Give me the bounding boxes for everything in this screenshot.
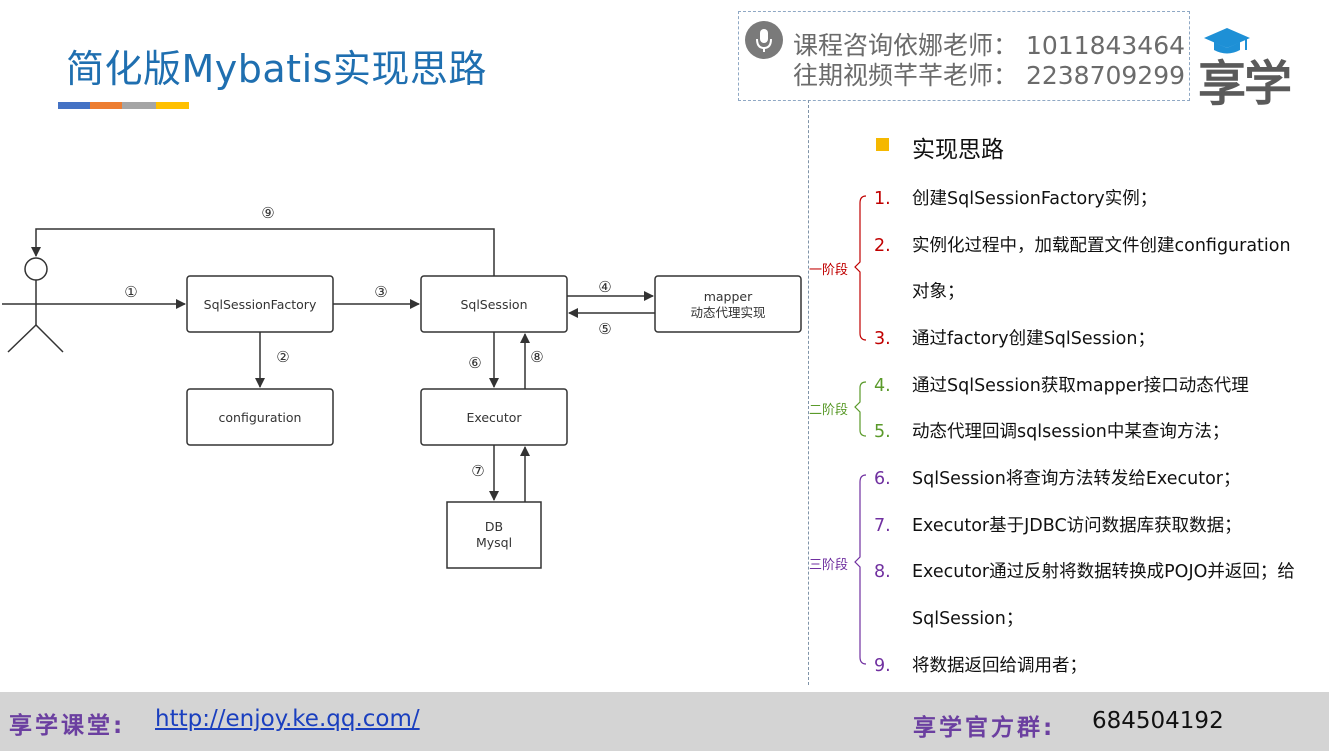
step-4-label: ④ bbox=[598, 278, 611, 296]
step-item-7-num: 7. bbox=[874, 516, 891, 536]
node-sqlsessionfactory: SqlSessionFactory bbox=[186, 275, 334, 333]
node-db-label-2: Mysql bbox=[476, 535, 512, 550]
footer-site-link[interactable]: http://enjoy.ke.qq.com/ bbox=[155, 706, 420, 732]
step-6-label: ⑥ bbox=[468, 354, 481, 372]
flow-diagram: SqlSessionFactory SqlSession mapper 动态代理… bbox=[2, 204, 802, 569]
vertical-divider bbox=[808, 100, 809, 685]
step-item-6-num: 6. bbox=[874, 469, 891, 489]
step-item-8-text: Executor通过反射将数据转换成POJO并返回；给 bbox=[912, 562, 1295, 582]
contact-line-2: 往期视频芊芊老师： 2238709299 bbox=[793, 61, 1186, 90]
footer-group-number: 684504192 bbox=[1092, 708, 1224, 734]
step-item-8-num: 8. bbox=[874, 562, 891, 582]
step-9-label: ⑨ bbox=[261, 204, 274, 222]
title-stripe-gray bbox=[122, 102, 156, 109]
step-2-label: ② bbox=[276, 348, 289, 366]
phase-3-bracket bbox=[854, 474, 867, 665]
node-db: DB Mysql bbox=[446, 501, 542, 569]
title-stripe-yellow bbox=[156, 102, 189, 109]
step-item-7: 7. Executor基于JDBC访问数据库获取数据； bbox=[874, 512, 1242, 537]
step-item-5-num: 5. bbox=[874, 422, 891, 442]
step-item-2-cont: 对象； bbox=[912, 282, 965, 302]
step-item-1-text: 创建SqlSessionFactory实例； bbox=[912, 189, 1158, 209]
slide-title: 简化版Mybatis实现思路 bbox=[66, 47, 487, 91]
step-item-4: 4. 通过SqlSession获取mapper接口动态代理 bbox=[874, 372, 1249, 397]
step-item-8-cont: SqlSession； bbox=[912, 609, 1024, 629]
step-item-9: 9. 将数据返回给调用者； bbox=[874, 652, 1087, 677]
step-item-4-num: 4. bbox=[874, 376, 891, 396]
title-stripe-blue bbox=[58, 102, 90, 109]
heading-bullet bbox=[876, 138, 889, 151]
step-item-4-text: 通过SqlSession获取mapper接口动态代理 bbox=[912, 376, 1249, 396]
phase-2-label: 二阶段 bbox=[809, 403, 849, 418]
contact-box bbox=[738, 11, 1190, 101]
footer-site-label: 享学课堂: bbox=[9, 713, 126, 739]
title-stripe-orange bbox=[90, 102, 122, 109]
phase-1-label: 一阶段 bbox=[809, 263, 849, 278]
step-item-2-text: 实例化过程中，加载配置文件创建configuration bbox=[912, 236, 1291, 256]
node-executor: Executor bbox=[420, 388, 568, 446]
node-mapper-label-2: 动态代理实现 bbox=[690, 305, 765, 320]
user-figure-icon bbox=[2, 257, 70, 353]
phase-2-bracket bbox=[854, 381, 867, 437]
step-5-label: ⑤ bbox=[598, 320, 611, 338]
node-executor-label: Executor bbox=[466, 410, 522, 425]
node-configuration-label: configuration bbox=[219, 410, 302, 425]
step-item-1: 1. 创建SqlSessionFactory实例； bbox=[874, 185, 1157, 210]
node-sqlsessionfactory-label: SqlSessionFactory bbox=[204, 297, 317, 312]
logo-text: 享学 bbox=[1198, 56, 1292, 112]
microphone-icon bbox=[745, 21, 783, 59]
step-item-3: 3. 通过factory创建SqlSession； bbox=[874, 325, 1155, 350]
node-mapper: mapper 动态代理实现 bbox=[654, 275, 802, 333]
phase-3-label: 三阶段 bbox=[809, 558, 849, 573]
node-sqlsession: SqlSession bbox=[420, 275, 568, 333]
step-item-1-num: 1. bbox=[874, 189, 891, 209]
node-mapper-label-1: mapper bbox=[704, 289, 753, 304]
footer-bar bbox=[0, 692, 1329, 751]
step-3-label: ③ bbox=[374, 283, 387, 301]
step-item-6-text: SqlSession将查询方法转发给Executor； bbox=[912, 469, 1241, 489]
step-1-label: ① bbox=[124, 283, 137, 301]
node-db-label-1: DB bbox=[485, 519, 503, 534]
step-item-3-text: 通过factory创建SqlSession； bbox=[912, 329, 1155, 349]
footer-group-label: 享学官方群: bbox=[913, 715, 1056, 741]
step-item-8: 8. Executor通过反射将数据转换成POJO并返回；给 bbox=[874, 558, 1295, 583]
step-item-6: 6. SqlSession将查询方法转发给Executor； bbox=[874, 465, 1240, 490]
node-sqlsession-label: SqlSession bbox=[460, 297, 527, 312]
arrow-9 bbox=[31, 228, 495, 276]
graduation-cap-icon bbox=[1202, 26, 1252, 60]
step-item-5-text: 动态代理回调sqlsession中某查询方法； bbox=[912, 422, 1230, 442]
side-heading: 实现思路 bbox=[912, 137, 1004, 163]
step-item-2-num: 2. bbox=[874, 236, 891, 256]
phase-1-bracket bbox=[854, 195, 867, 341]
step-item-9-num: 9. bbox=[874, 656, 891, 676]
step-item-7-text: Executor基于JDBC访问数据库获取数据； bbox=[912, 516, 1242, 536]
step-item-2: 2. 实例化过程中，加载配置文件创建configuration bbox=[874, 232, 1291, 257]
step-item-5: 5. 动态代理回调sqlsession中某查询方法； bbox=[874, 418, 1229, 443]
step-8-label: ⑧ bbox=[530, 348, 543, 366]
contact-line-1: 课程咨询依娜老师： 1011843464 bbox=[793, 31, 1186, 60]
node-configuration: configuration bbox=[186, 388, 334, 446]
step-item-9-text: 将数据返回给调用者； bbox=[912, 656, 1087, 676]
step-item-3-num: 3. bbox=[874, 329, 891, 349]
step-7-label: ⑦ bbox=[471, 462, 484, 480]
